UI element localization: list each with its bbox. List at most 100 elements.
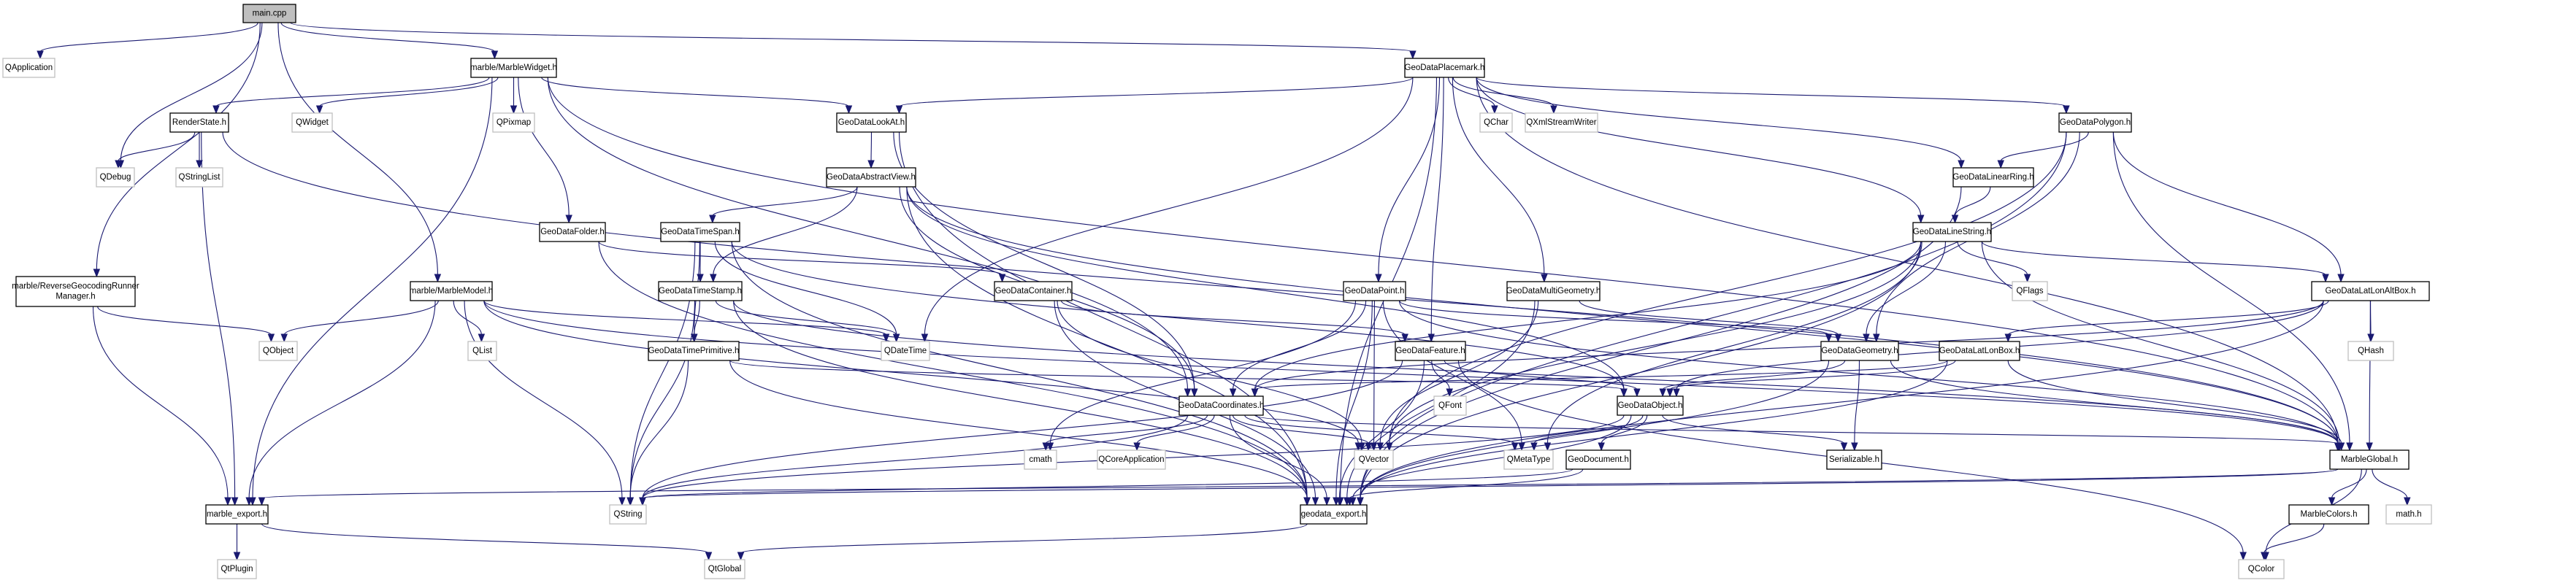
node-geo-data-lat-lon-box[interactable]: GeoDataLatLonBox.h <box>1939 341 2020 361</box>
arrowhead-icon <box>2023 274 2031 283</box>
node-box <box>2238 559 2285 579</box>
node-geo-data-object[interactable]: GeoDataObject.h <box>1617 395 1684 416</box>
node-geo-data-line-string[interactable]: GeoDataLineString.h <box>1912 222 1992 242</box>
edge-line <box>1476 77 1922 217</box>
node-geo-data-feature[interactable]: GeoDataFeature.h <box>1395 341 1466 361</box>
arrowhead-icon <box>639 497 646 506</box>
node-geo-data-time-stamp[interactable]: GeoDataTimeStamp.h <box>658 281 743 301</box>
node-geo-data-multi-geometry[interactable]: GeoDataMultiGeometry.h <box>1506 281 1601 301</box>
edge-geo-data-lat-lon-box-to-geo-data-coordinates <box>1251 360 1948 398</box>
node-serializable[interactable]: Serializable.h <box>1826 449 1882 470</box>
node-geo-data-time-span[interactable]: GeoDataTimeSpan.h <box>660 222 740 242</box>
edge-geo-data-lat-lon-box-to-geodata-export <box>1357 360 1948 506</box>
arrowhead-icon <box>2261 552 2268 561</box>
edge-line <box>733 300 2339 444</box>
edge-geo-data-time-stamp-to-qdate-time <box>715 300 900 343</box>
edge-geo-data-geometry-to-geo-data-object <box>1659 360 1846 398</box>
node-box <box>1820 341 1899 361</box>
node-qlist: QList <box>467 341 497 361</box>
node-marble-colors[interactable]: MarbleColors.h <box>2288 504 2369 525</box>
node-box <box>826 167 916 188</box>
node-box <box>1097 449 1166 470</box>
node-label: QFlags <box>2016 287 2043 296</box>
node-marble-widget[interactable]: marble/MarbleWidget.h <box>470 58 557 78</box>
node-geo-data-coordinates[interactable]: GeoDataCoordinates.h <box>1178 395 1265 416</box>
node-geo-data-abstract-view[interactable]: GeoDataAbstractView.h <box>826 167 916 188</box>
edge-main-cpp-to-qdebug <box>117 22 263 169</box>
edge-geo-data-time-span-to-geodata-export <box>731 241 1311 506</box>
node-geo-data-lat-lon-alt-box[interactable]: GeoDataLatLonAltBox.h <box>2311 281 2430 301</box>
edge-line <box>1546 241 1923 444</box>
node-label: GeoDataContainer.h <box>995 287 1072 296</box>
arrowhead-icon <box>1917 215 1925 224</box>
node-label: GeoDataCoordinates.h <box>1178 401 1265 410</box>
edge-geo-data-line-string-to-geo-data-lat-lon-alt-box <box>1981 241 2329 283</box>
node-geo-data-placemark[interactable]: GeoDataPlacemark.h <box>1404 58 1485 78</box>
node-box <box>609 504 647 525</box>
edge-geo-data-lat-lon-box-to-marble-global <box>2007 360 2345 452</box>
edge-line <box>2331 468 2367 499</box>
node-box <box>15 276 136 307</box>
node-label: MarbleGlobal.h <box>2341 455 2398 464</box>
node-label: GeoDataPlacemark.h <box>1405 63 1485 72</box>
node-main-cpp[interactable]: main.cpp <box>242 4 296 23</box>
node-cmath: cmath <box>1024 449 1057 470</box>
node-box <box>217 559 257 579</box>
edge-geo-data-point-to-geodata-export <box>1333 300 1373 506</box>
node-box <box>1404 58 1485 78</box>
node-geo-data-time-primitive[interactable]: GeoDataTimePrimitive.h <box>648 341 740 361</box>
node-geo-data-linear-ring[interactable]: GeoDataLinearRing.h <box>1952 167 2034 188</box>
node-box <box>258 341 298 361</box>
edge-geo-data-polygon-to-geo-data-linear-ring <box>1997 131 2089 169</box>
node-geodata-export[interactable]: geodata_export.h <box>1300 504 1368 525</box>
arrowhead-icon <box>1873 333 1880 343</box>
node-geo-data-polygon[interactable]: GeoDataPolygon.h <box>2058 112 2132 133</box>
node-label: RenderState.h <box>172 118 226 127</box>
edge-line <box>1854 360 1860 444</box>
node-box <box>1912 222 1992 242</box>
node-geo-data-folder[interactable]: GeoDataFolder.h <box>539 222 606 242</box>
arrowhead-icon <box>1863 333 1870 343</box>
edge-line <box>2263 523 2325 554</box>
node-marble-export[interactable]: marble_export.h <box>205 504 269 525</box>
arrowhead-icon <box>245 497 253 506</box>
node-geo-data-look-at[interactable]: GeoDataLookAt.h <box>836 112 907 133</box>
edge-marble-model-to-qlist <box>453 300 486 343</box>
node-geo-document[interactable]: GeoDocument.h <box>1565 449 1631 470</box>
node-marble-global[interactable]: MarbleGlobal.h <box>2329 449 2410 470</box>
node-qxml-stream-writer: QXmlStreamWriter <box>1525 112 1598 133</box>
arrowhead-icon <box>1401 333 1408 343</box>
edge-line <box>290 22 1414 53</box>
node-box <box>1354 449 1394 470</box>
edge-line <box>1232 414 1369 444</box>
node-label: MarbleColors.h <box>2301 510 2358 519</box>
arrowhead-icon <box>280 333 288 343</box>
edge-marble-colors-to-qcolor <box>2261 523 2325 561</box>
edge-line <box>1360 131 2067 499</box>
node-geo-data-point[interactable]: GeoDataPoint.h <box>1343 281 1406 301</box>
node-label: GeoDataAbstractView.h <box>827 173 916 182</box>
edge-marble-model-to-marble-global <box>483 300 2342 452</box>
arrowhead-icon <box>737 552 745 561</box>
edge-line <box>1254 414 2339 444</box>
edge-geo-data-coordinates-to-qvector <box>1232 414 1372 452</box>
node-box <box>1503 449 1554 470</box>
node-label: marble/ReverseGeocodingRunner <box>12 282 139 291</box>
node-geo-data-container[interactable]: GeoDataContainer.h <box>994 281 1073 301</box>
arrowhead-icon <box>1997 160 2004 169</box>
edge-marble-widget-to-render-state <box>212 77 490 115</box>
node-label: marble/MarbleModel.h <box>410 287 493 296</box>
edge-line <box>261 468 2339 499</box>
edge-line <box>1244 414 1516 444</box>
arrowhead-icon <box>1133 442 1141 452</box>
edge-line <box>1254 360 1948 390</box>
node-geo-data-geometry[interactable]: GeoDataGeometry.h <box>1820 341 1899 361</box>
edge-line <box>547 77 2339 444</box>
node-label: GeoDataTimeSpan.h <box>661 228 740 236</box>
arrowhead-icon <box>1376 442 1384 452</box>
node-marble-model[interactable]: marble/MarbleModel.h <box>410 281 493 301</box>
node-render-state[interactable]: RenderState.h <box>169 112 229 133</box>
edge-line <box>598 241 1003 276</box>
